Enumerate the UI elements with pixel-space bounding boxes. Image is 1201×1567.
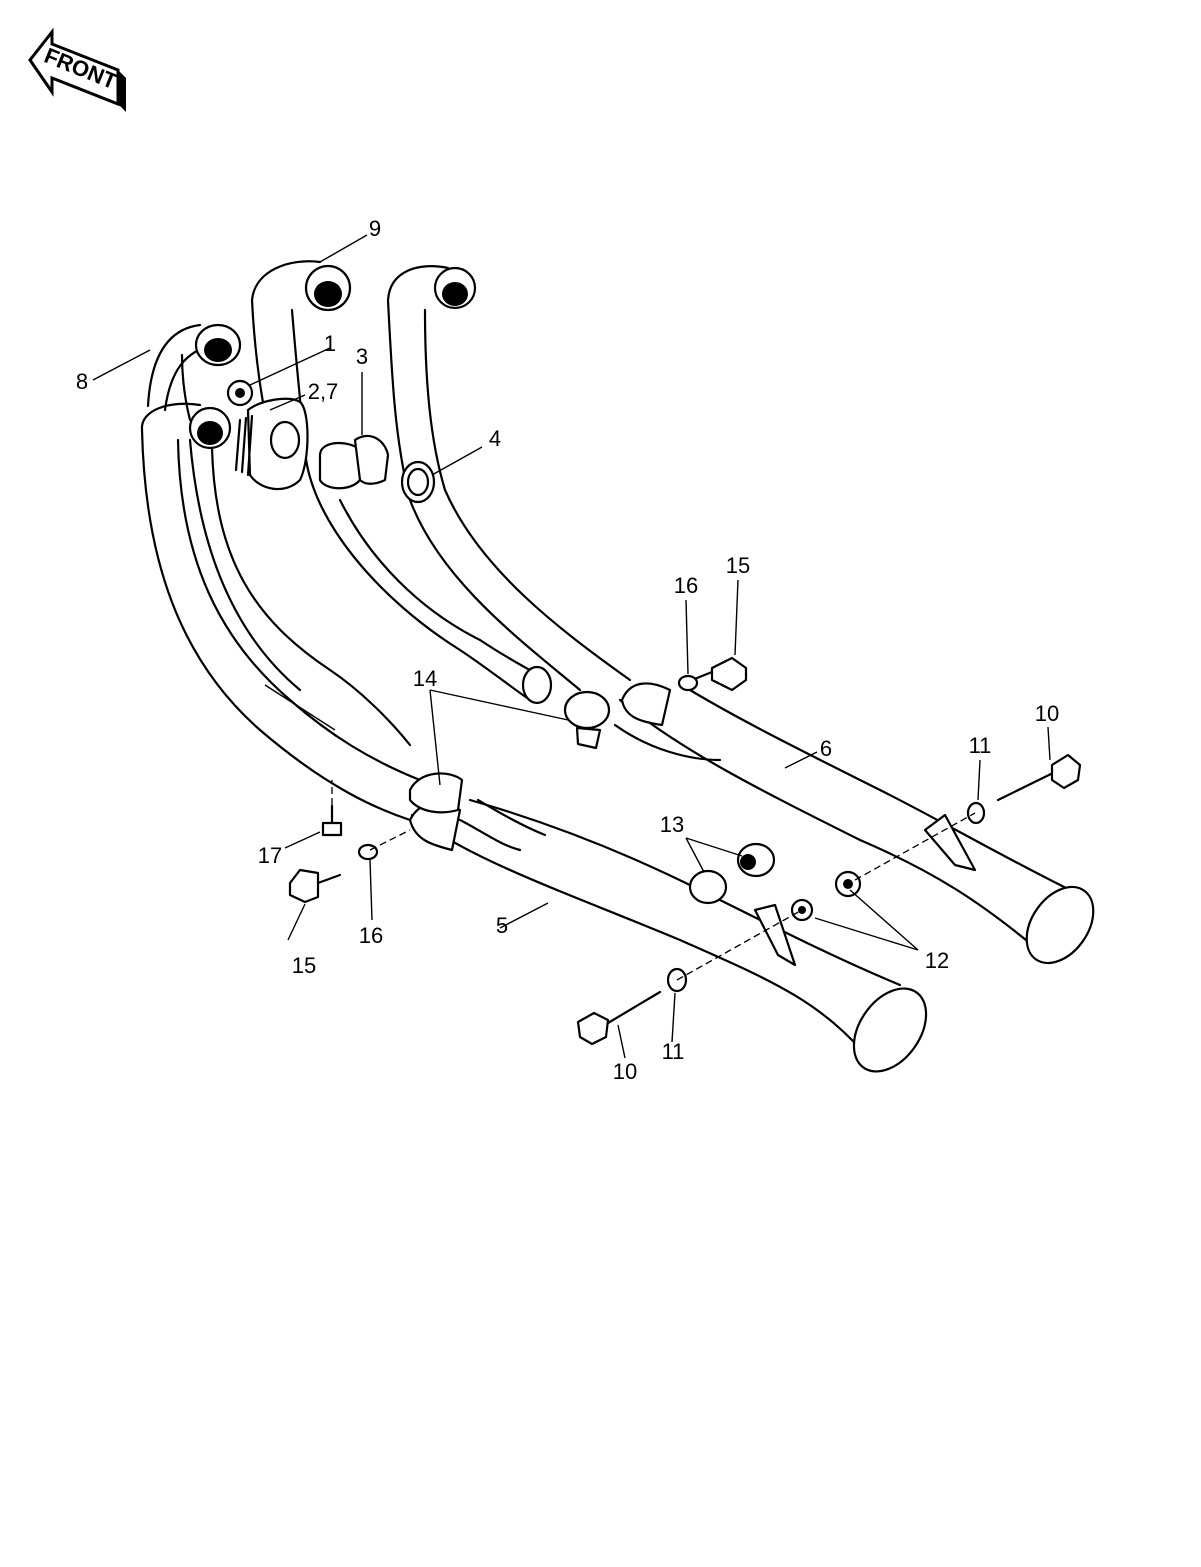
part-10-bolt-lower: [576, 990, 662, 1046]
muffler-5: [408, 798, 928, 1073]
exhaust-pipe-8: [146, 323, 242, 422]
front-arrow-shadow: [118, 70, 126, 112]
callout-9: 9: [369, 216, 381, 241]
callout-8: 8: [76, 369, 88, 394]
part-1-nut: [226, 379, 254, 407]
part-17-bolt: [321, 804, 343, 837]
callout-5: 5: [496, 913, 508, 938]
callout-1: 1: [324, 331, 336, 356]
assembly-line-lower: [676, 909, 803, 981]
part-16-washer-upper: [677, 674, 699, 692]
part-15-bolt-upper: [690, 656, 748, 692]
callout-13: 13: [660, 812, 684, 837]
callout-11-upper: 11: [969, 733, 992, 758]
part-11-washer-upper: [966, 801, 986, 825]
part-14-clamp-b: [408, 772, 464, 814]
callout-15-upper: 15: [726, 553, 750, 578]
part-15-bolt-lower: [288, 868, 342, 904]
callout-14: 14: [413, 666, 437, 691]
part-16-washer-lower: [357, 843, 379, 861]
exhaust-pipe-9: [250, 260, 553, 705]
part-10-bolt-upper: [996, 753, 1082, 802]
part-3-clamp: [318, 434, 390, 490]
callout-11-lower: 11: [662, 1039, 685, 1064]
callout-12: 12: [925, 948, 949, 973]
part-4-gasket: [400, 460, 436, 504]
exhaust-pipe-left-outer: [140, 402, 422, 822]
callout-2-7: 2,7: [308, 379, 339, 404]
part-14-clamp-a: [563, 690, 611, 750]
part-12-nuts: [790, 870, 862, 922]
callout-16-upper: 16: [674, 573, 698, 598]
part-2-7-flange: [234, 397, 309, 491]
leader-lines: [92, 234, 1051, 1059]
front-direction-badge: FRONT: [28, 27, 126, 112]
callout-16-lower: 16: [359, 923, 383, 948]
muffler-6: [613, 682, 1095, 965]
callout-15-lower: 15: [292, 953, 316, 978]
callout-4: 4: [489, 426, 501, 451]
callout-6: 6: [820, 736, 832, 761]
assembly-line-bolt-lower: [369, 829, 411, 851]
part-13-grommets: [688, 842, 776, 905]
assembly-line-upper: [854, 812, 976, 881]
callout-10-upper: 10: [1035, 701, 1059, 726]
callout-17: 17: [258, 843, 282, 868]
callout-3: 3: [356, 344, 368, 369]
callout-10-lower: 10: [613, 1059, 637, 1084]
callout-labels: 1 2,7 3 4 5 6 8 9 10 10 11 11 12 13 14 1…: [76, 216, 1059, 1084]
